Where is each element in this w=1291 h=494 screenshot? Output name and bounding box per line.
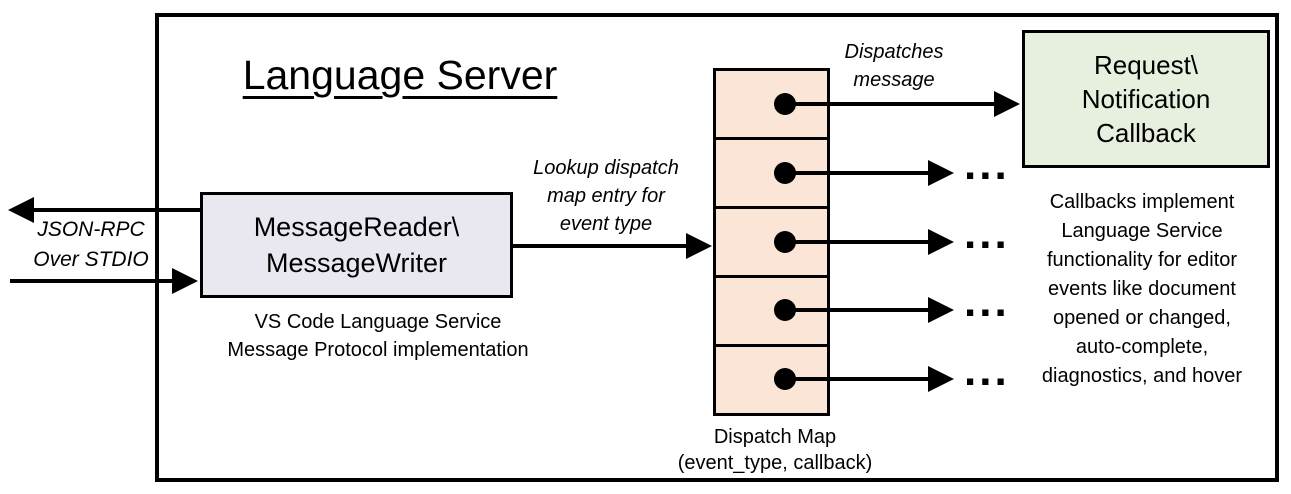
- dispatches-label-line1: Dispatches: [844, 41, 944, 63]
- json-rpc-label-line2: Over STDIO: [33, 248, 149, 271]
- ellipsis-row3: ...: [964, 209, 1010, 258]
- ellipsis-row4: ...: [964, 277, 1010, 326]
- message-reader-writer-box: MessageReader\ MessageWriter: [200, 192, 513, 298]
- dispatch-map-cell: [716, 275, 827, 344]
- callbacks-note: Callbacks implement Language Service fun…: [1008, 188, 1276, 391]
- dispatch-map-caption: Dispatch Map (event_type, callback): [640, 424, 910, 476]
- message-box-caption-line2: Message Protocol implementation: [227, 339, 529, 361]
- callbacks-note-line3: functionality for editor: [1046, 249, 1238, 271]
- callbacks-note-line1: Callbacks implement: [1049, 191, 1235, 213]
- callbacks-note-line2: Language Service: [1061, 220, 1223, 242]
- dispatch-map-cell: [716, 71, 827, 137]
- callback-box-line2: Notification: [1081, 84, 1211, 114]
- lookup-label-line2: map entry for: [547, 185, 665, 207]
- dispatch-map-cell: [716, 137, 827, 206]
- callbacks-note-line4: events like document: [1048, 278, 1236, 300]
- dispatches-message-label: Dispatches message: [836, 38, 952, 94]
- callbacks-note-line5: opened or changed,: [1053, 307, 1231, 329]
- message-box-caption-line1: VS Code Language Service: [254, 311, 502, 333]
- dispatches-label-line2: message: [853, 69, 935, 91]
- lookup-dispatch-label: Lookup dispatch map entry for event type: [518, 154, 694, 238]
- diagram-title: Language Server: [242, 52, 558, 98]
- json-rpc-label-line1: JSON-RPC: [37, 218, 145, 241]
- callbacks-note-line7: diagnostics, and hover: [1041, 365, 1243, 387]
- dispatch-map-caption-line1: Dispatch Map: [713, 426, 837, 448]
- lookup-label-line1: Lookup dispatch: [533, 157, 679, 179]
- dispatch-map: [713, 68, 830, 416]
- message-box-line1: MessageReader\: [253, 212, 460, 242]
- ellipsis-row5: ...: [964, 346, 1010, 395]
- callback-box-line3: Callback: [1096, 118, 1196, 148]
- ellipsis-row2: ...: [964, 140, 1010, 189]
- dispatch-map-cell: [716, 206, 827, 275]
- dispatch-map-caption-line2: (event_type, callback): [677, 452, 873, 474]
- lookup-label-line3: event type: [559, 213, 653, 235]
- callbacks-note-line6: auto-complete,: [1075, 336, 1209, 358]
- request-notification-callback-box: Request\ Notification Callback: [1022, 30, 1270, 168]
- dispatch-map-cell: [716, 344, 827, 413]
- json-rpc-label: JSON-RPC Over STDIO: [15, 215, 167, 275]
- message-box-caption: VS Code Language Service Message Protoco…: [204, 308, 552, 364]
- callback-box-line1: Request\: [1093, 50, 1199, 80]
- message-box-line2: MessageWriter: [265, 248, 448, 278]
